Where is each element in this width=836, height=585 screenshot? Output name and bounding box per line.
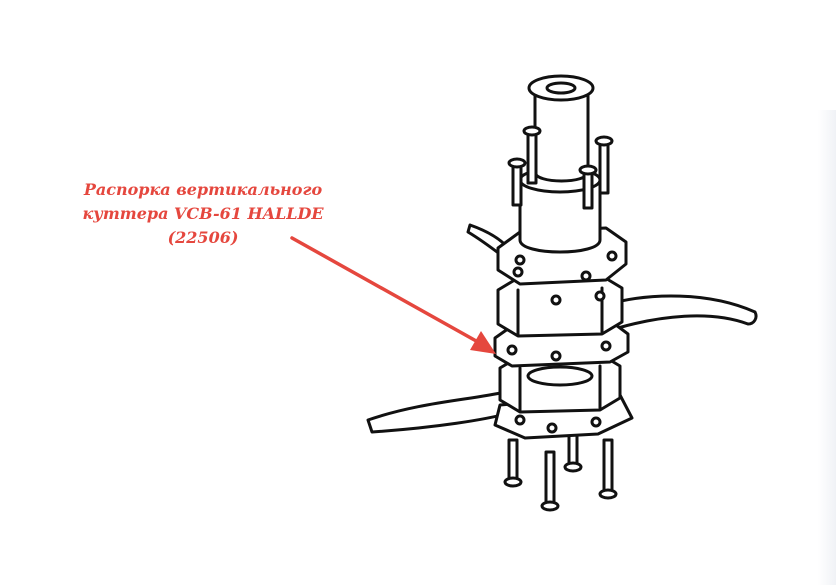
right-edge-shade [818, 110, 836, 585]
spacer-hole-2 [550, 350, 562, 362]
spacer-hole-3 [600, 340, 612, 352]
hub-cylinder [518, 178, 602, 254]
top-bolt-left-head [507, 157, 527, 169]
top-bolt-mid-head [522, 125, 542, 137]
bottom-bolt-3 [567, 430, 579, 468]
shaft-tube-bore [545, 81, 577, 95]
callout-line-2: куттера VCB-61 HALLDE [82, 204, 324, 223]
bottom-bolt-2 [544, 450, 556, 506]
bottom-flange-hole-2 [546, 422, 558, 434]
bottom-bolt-1 [507, 438, 519, 482]
bottom-bolt-head-1 [503, 476, 523, 488]
callout-line-3: (22506) [167, 228, 239, 247]
upper-flange-hole-4 [606, 250, 618, 262]
top-bolt-back-head [578, 164, 598, 176]
middle-nut-hole-1 [550, 294, 562, 306]
top-bolt-back [582, 170, 594, 210]
spacer-hole-1 [506, 344, 518, 356]
upper-flange-hole-3 [580, 270, 592, 282]
bottom-bolt-4 [602, 438, 614, 494]
middle-nut-hole-2 [594, 290, 606, 302]
bottom-bolt-head-2 [540, 500, 560, 512]
top-bolt-left [511, 163, 523, 207]
callout-line-1: Распорка вертикального [83, 180, 323, 199]
bottom-bolt-head-3 [563, 461, 583, 473]
bottom-flange-hole-1 [514, 414, 526, 426]
upper-flange-hole-2 [512, 266, 524, 278]
callout-arrow [290, 236, 496, 354]
upper-blade [603, 294, 758, 330]
top-bolt-right-head [594, 135, 614, 147]
upper-flange-hole-1 [514, 254, 526, 266]
bottom-flange-hole-3 [590, 416, 602, 428]
lower-hex-nut-bore [526, 365, 594, 387]
top-bolt-mid [526, 131, 538, 185]
top-bolt-right [598, 141, 610, 195]
part-callout-label: Распорка вертикального куттера VCB-61 HA… [58, 178, 348, 250]
bottom-bolt-head-4 [598, 488, 618, 500]
